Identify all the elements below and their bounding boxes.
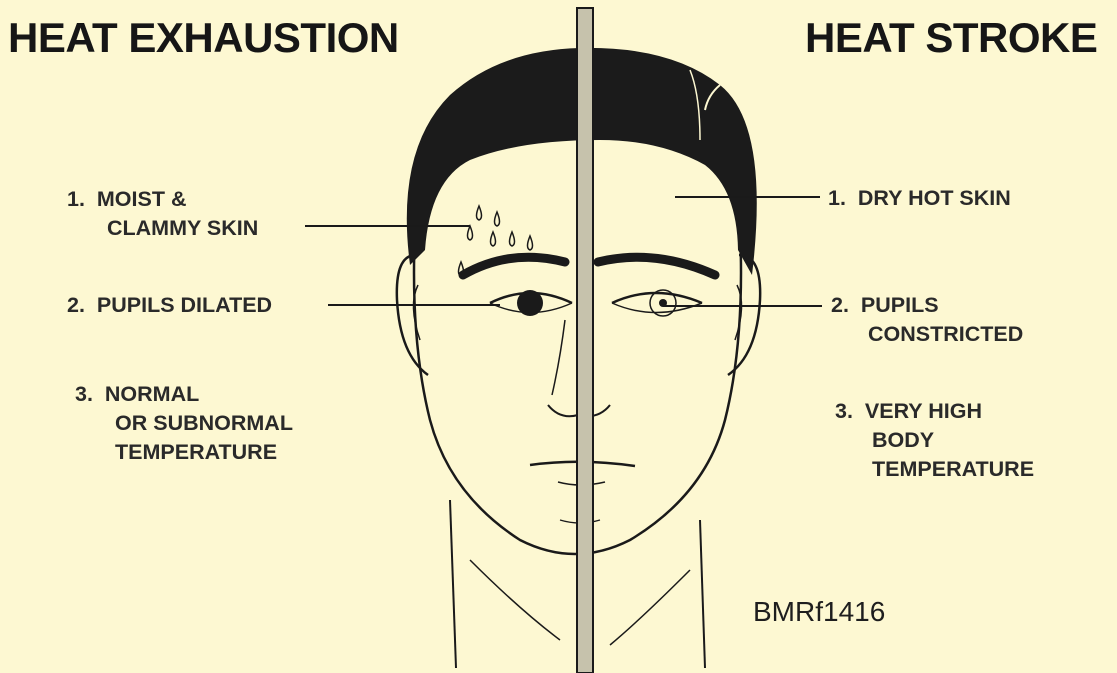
collar-right [610, 570, 690, 645]
left-label-2-line-1: PUPILS DILATED [97, 293, 272, 317]
right-label-2: 2. PUPILS CONSTRICTED [831, 291, 1023, 349]
right-ear [728, 255, 760, 375]
right-label-3: 3. VERY HIGH BODY TEMPERATURE [835, 397, 1034, 484]
right-label-2-line-1: PUPILS [861, 293, 939, 317]
center-divider [577, 8, 593, 673]
left-label-3-line-1: NORMAL [105, 382, 199, 406]
left-label-1-line-2: CLAMMY SKIN [67, 214, 258, 243]
left-label-3: 3. NORMAL OR SUBNORMAL TEMPERATURE [75, 380, 293, 467]
title-heat-stroke: HEAT STROKE [805, 14, 1097, 62]
left-ear-inner [413, 285, 420, 340]
right-eye-upper-lid [612, 293, 702, 303]
right-eye-lower-lid [612, 303, 702, 313]
left-label-3-line-3: TEMPERATURE [75, 438, 293, 467]
left-label-1: 1. MOIST & CLAMMY SKIN [67, 185, 258, 243]
left-label-3-number: 3. [75, 382, 93, 406]
collar-left [470, 560, 560, 640]
left-eyebrow [463, 257, 565, 275]
left-label-3-line-2: OR SUBNORMAL [75, 409, 293, 438]
neck-left-line [450, 500, 456, 668]
left-label-1-number: 1. [67, 187, 85, 211]
right-label-1-number: 1. [828, 186, 846, 210]
right-label-2-line-2: CONSTRICTED [831, 320, 1023, 349]
left-label-2-number: 2. [67, 293, 85, 317]
right-label-3-line-2: BODY [835, 426, 1034, 455]
right-label-3-line-3: TEMPERATURE [835, 455, 1034, 484]
left-pupil-dilated [517, 290, 543, 316]
left-label-2: 2. PUPILS DILATED [67, 291, 272, 320]
title-heat-exhaustion: HEAT EXHAUSTION [8, 14, 399, 62]
figure-code: BMRf1416 [753, 596, 885, 628]
right-label-3-line-1: VERY HIGH [865, 399, 982, 423]
neck-right-line [700, 520, 705, 668]
right-eyebrow [598, 257, 715, 275]
left-label-1-line-1: MOIST & [97, 187, 187, 211]
left-ear [397, 255, 428, 375]
nose-bridge [552, 320, 565, 395]
right-ear-inner [735, 285, 742, 340]
right-label-1-line-1: DRY HOT SKIN [858, 186, 1011, 210]
right-label-3-number: 3. [835, 399, 853, 423]
right-label-1: 1. DRY HOT SKIN [828, 184, 1011, 213]
right-label-2-number: 2. [831, 293, 849, 317]
